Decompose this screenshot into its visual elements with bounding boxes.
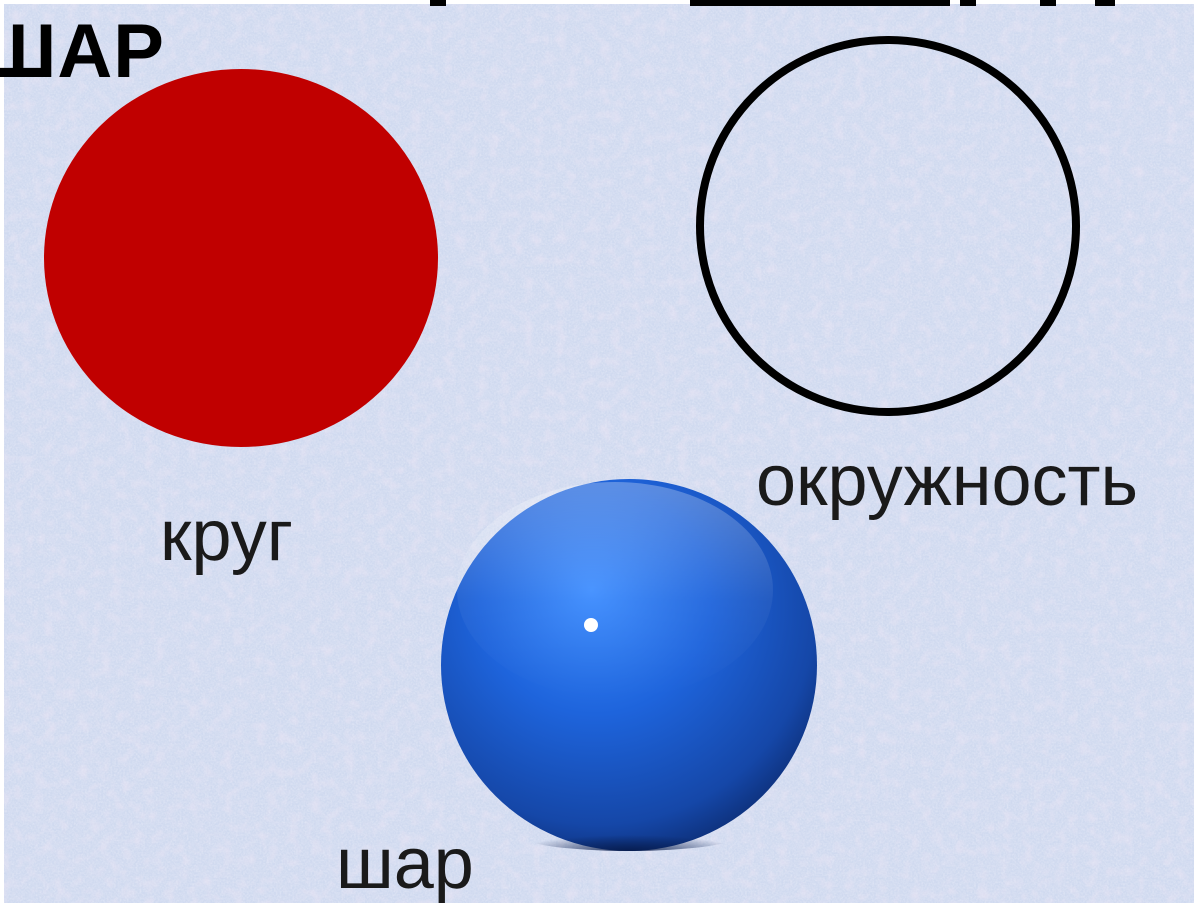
sphere: [441, 479, 817, 851]
sphere-label: шар: [336, 828, 474, 900]
sphere-highlight: [584, 618, 598, 632]
ring-label: окружность: [756, 445, 1138, 517]
circle-label: круг: [160, 500, 293, 572]
filled-circle: [44, 69, 438, 447]
outline-circle: [700, 40, 1076, 412]
